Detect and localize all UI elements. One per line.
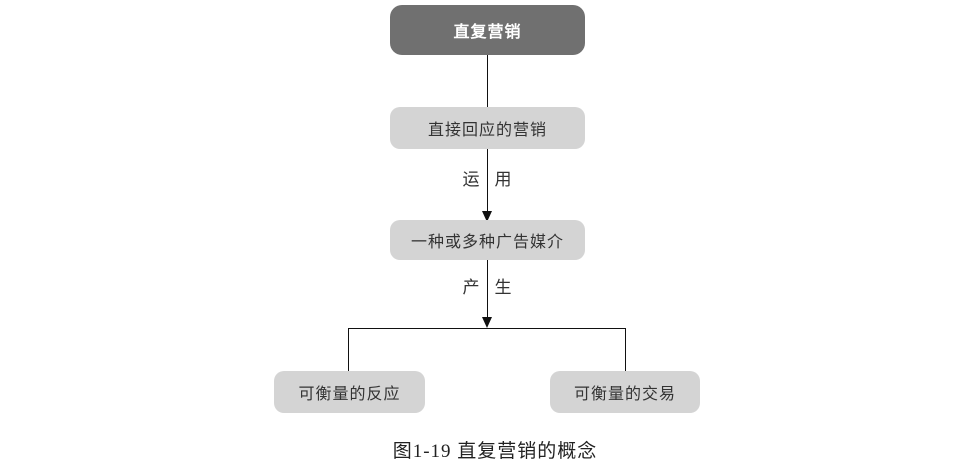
node-direct-response-marketing-label: 直接回应的营销 xyxy=(427,122,547,139)
node-measurable-response-label: 可衡量的反应 xyxy=(298,386,401,403)
connector-level2-to-level3 xyxy=(487,149,488,213)
node-direct-marketing: 直复营销 xyxy=(390,5,585,55)
connector-level3-to-branch xyxy=(487,260,488,318)
edge-label-generate-right: 生 xyxy=(494,278,512,297)
edge-label-generate: 产 生 xyxy=(463,279,512,296)
figure-caption: 图1-19 直复营销的概念 xyxy=(392,441,598,462)
node-direct-response-marketing: 直接回应的营销 xyxy=(390,107,585,149)
node-advertising-media-label: 一种或多种广告媒介 xyxy=(410,234,564,251)
node-advertising-media: 一种或多种广告媒介 xyxy=(390,220,585,260)
branch-horizontal-line xyxy=(348,328,626,329)
edge-label-apply-left: 运 xyxy=(462,170,480,189)
branch-drop-left xyxy=(348,328,349,371)
connector-root-to-level2 xyxy=(487,55,488,107)
branch-drop-right xyxy=(625,328,626,371)
edge-label-apply: 运 用 xyxy=(463,171,512,188)
arrow-down-icon xyxy=(482,317,492,328)
edge-label-generate-left: 产 xyxy=(462,278,480,297)
node-measurable-response: 可衡量的反应 xyxy=(274,371,425,413)
node-measurable-transaction: 可衡量的交易 xyxy=(550,371,700,413)
node-direct-marketing-label: 直复营销 xyxy=(453,24,522,41)
edge-label-apply-right: 用 xyxy=(494,170,512,189)
node-measurable-transaction-label: 可衡量的交易 xyxy=(573,386,676,403)
arrow-down-icon xyxy=(482,211,492,222)
